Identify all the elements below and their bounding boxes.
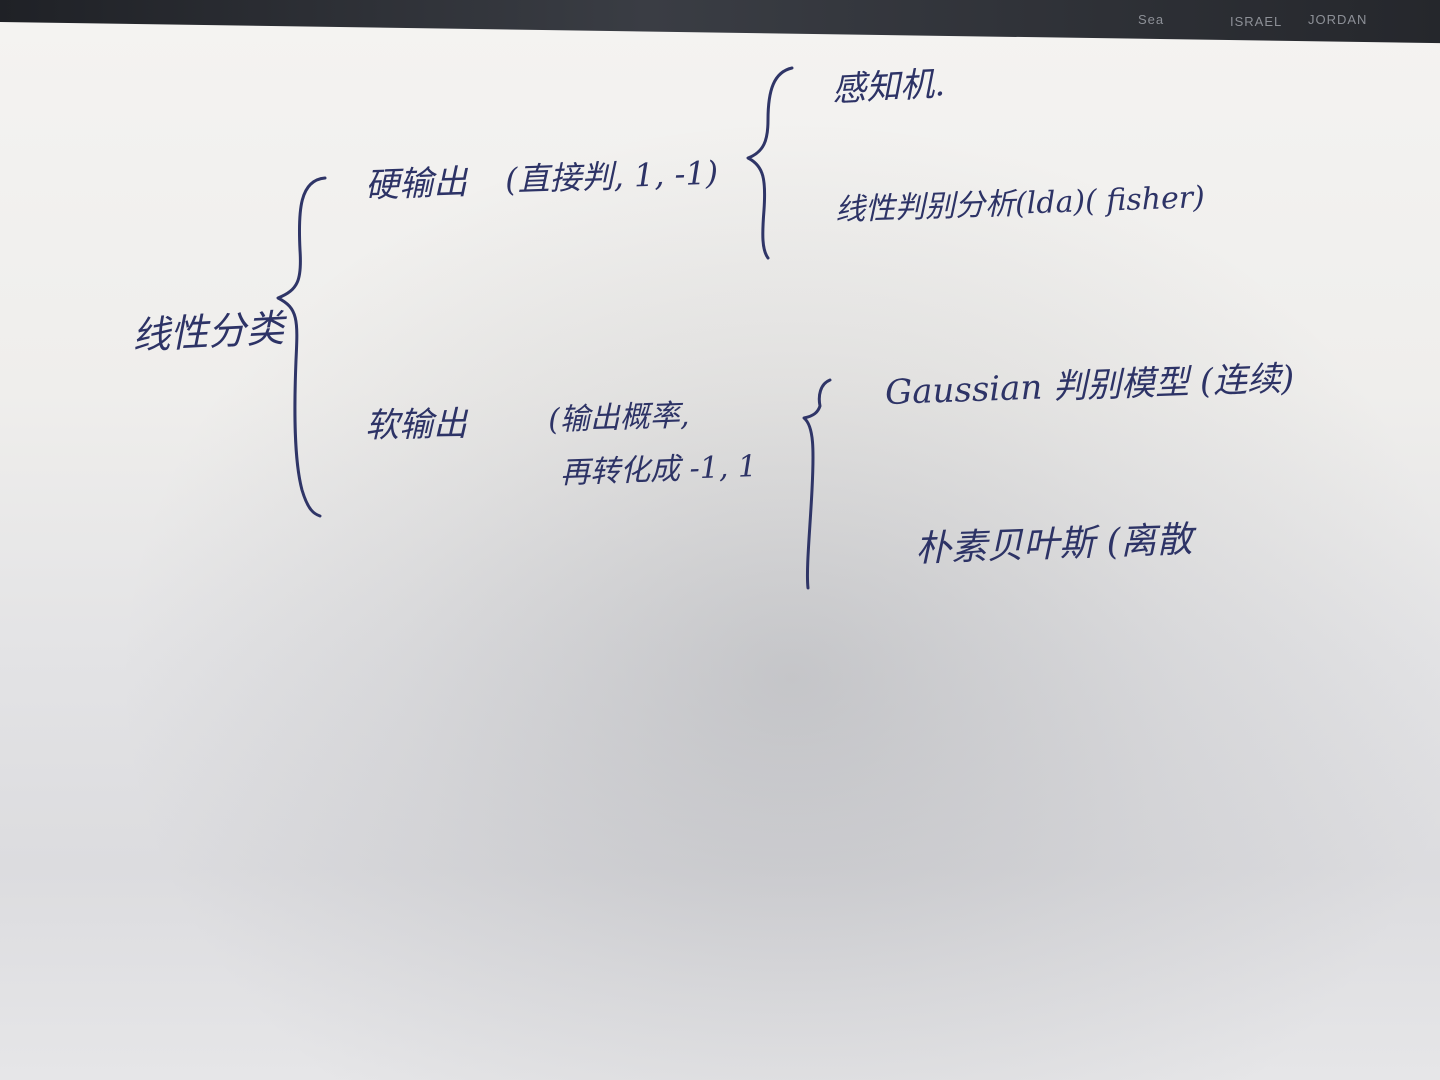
- paper-sheet: [0, 22, 1440, 1080]
- soft-output-note-line2: 再转化成 -1, 1: [559, 449, 758, 491]
- soft-output-item-naive-bayes: 朴素贝叶斯 (离散: [914, 519, 1194, 570]
- root-brace: [276, 176, 327, 518]
- background-map: Sea ISRAEL JORDAN: [1080, 0, 1440, 40]
- hard-output-label: 硬输出: [364, 162, 468, 206]
- map-label-israel: ISRAEL: [1230, 14, 1283, 29]
- hard-output-note: (直接判, 1, -1): [504, 153, 719, 199]
- soft-output-item-gaussian: Gaussian 判别模型 (连续): [884, 358, 1295, 413]
- hard-output-item-lda: 线性判别分析(lda)( fisher): [834, 180, 1206, 228]
- soft-output-brace: [802, 378, 832, 590]
- soft-output-label: 软输出: [364, 404, 468, 446]
- root-label: 线性分类: [131, 306, 286, 358]
- hard-output-brace: [746, 66, 794, 260]
- map-label-jordan: JORDAN: [1308, 12, 1368, 27]
- hard-output-item-perceptron: 感知机.: [831, 64, 946, 110]
- map-label-sea: Sea: [1138, 12, 1165, 27]
- soft-output-note-line1: (输出概率,: [547, 398, 690, 438]
